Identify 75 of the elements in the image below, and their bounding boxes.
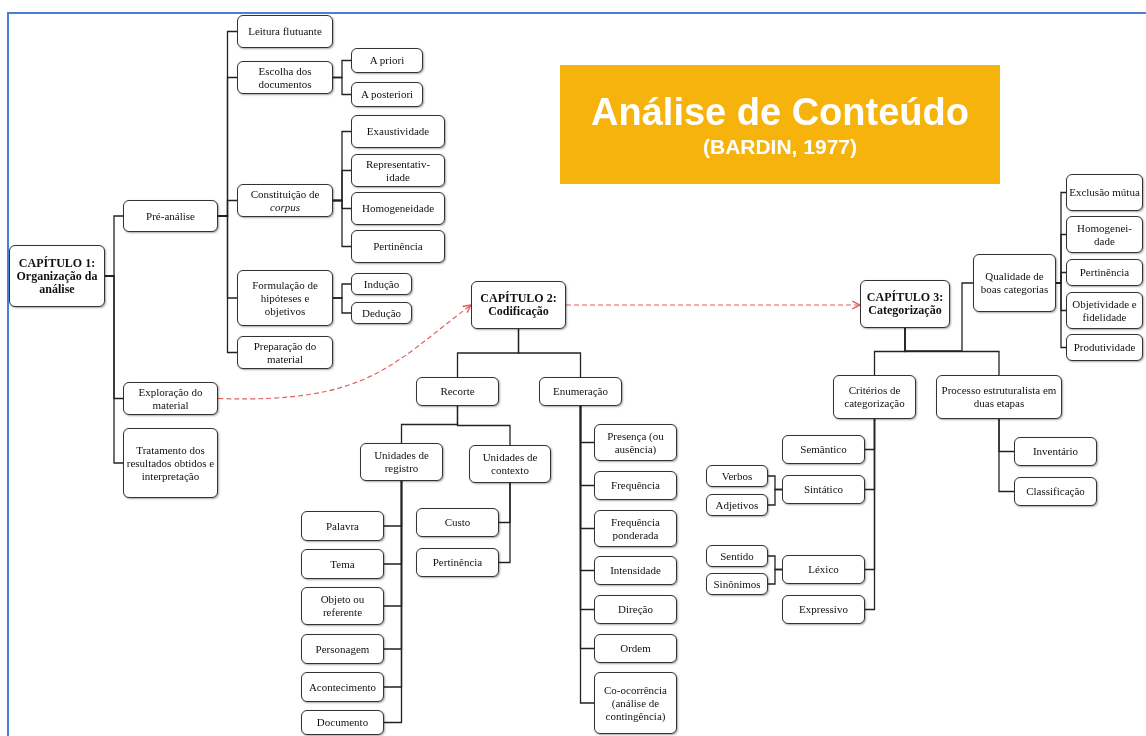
- topic-box: Intensidade: [594, 556, 677, 585]
- topic-box: Homogenei- dade: [1066, 216, 1143, 253]
- topic-box: Qualidade de boas categorias: [973, 254, 1056, 312]
- topic-box: Classificação: [1014, 477, 1097, 506]
- topic-box: Critérios de categorização: [833, 375, 916, 419]
- topic-box: Unidades de registro: [360, 443, 443, 481]
- banner-title: Análise de Conteúdo: [591, 89, 969, 134]
- connector-line: [217, 215, 238, 354]
- dashed-arrow: [565, 300, 861, 310]
- connector-line: [998, 418, 1015, 493]
- connector-line: [104, 275, 124, 464]
- title-banner: [560, 65, 1000, 184]
- topic-box: Constituição de corpus: [237, 184, 333, 217]
- topic-box: Semântico: [782, 435, 865, 464]
- topic-box: Co-ocorrência (análise de contingência): [594, 672, 677, 734]
- topic-box: Produtividade: [1066, 334, 1143, 361]
- topic-box: Pertinência: [351, 230, 445, 263]
- topic-box: Tratamento dos resultados obtidos e interpretação: [123, 428, 218, 498]
- topic-box: Direção: [594, 595, 677, 624]
- connector-line: [579, 405, 595, 704]
- topic-box: Frequência: [594, 471, 677, 500]
- chapter-box: CAPÍTULO 3: Categorização: [860, 280, 950, 328]
- topic-box: Exclusão mútua: [1066, 174, 1143, 211]
- connector-line: [332, 76, 352, 96]
- topic-box: Ordem: [594, 634, 677, 663]
- topic-box: Sinônimos: [706, 573, 768, 595]
- topic-box: Pré-análise: [123, 200, 218, 232]
- topic-box: A priori: [351, 48, 423, 73]
- topic-box: Unidades de contexto: [469, 445, 551, 483]
- connector-line: [332, 199, 352, 248]
- chapter-box: CAPÍTULO 2: Codificação: [471, 281, 566, 329]
- topic-box: Exaustividade: [351, 115, 445, 148]
- topic-box: Léxico: [782, 555, 865, 584]
- topic-box: A posteriori: [351, 82, 423, 107]
- topic-box: Formulação de hipóteses e objetivos: [237, 270, 333, 326]
- topic-box: Expressivo: [782, 595, 865, 624]
- topic-box: Escolha dos documentos: [237, 61, 333, 94]
- topic-box: Personagem: [301, 634, 384, 664]
- topic-box: Exploração do material: [123, 382, 218, 415]
- topic-box: Homogeneidade: [351, 192, 445, 225]
- connector-line: [332, 297, 352, 314]
- topic-box: Custo: [416, 508, 499, 537]
- connector-line: [904, 282, 974, 352]
- connector-line: [767, 488, 783, 506]
- dashed-arrow: [217, 304, 472, 400]
- topic-box: Sentido: [706, 545, 768, 567]
- connector-line: [864, 418, 876, 611]
- topic-box: Dedução: [351, 302, 412, 324]
- topic-box: Preparação do material: [237, 336, 333, 369]
- topic-box: Inventário: [1014, 437, 1097, 466]
- topic-box: Recorte: [416, 377, 499, 406]
- topic-box: Documento: [301, 710, 384, 735]
- topic-box: Objeto ou referente: [301, 587, 384, 625]
- connector-line: [517, 328, 582, 378]
- topic-box: Palavra: [301, 511, 384, 541]
- chapter-box: CAPÍTULO 1: Organização da análise: [9, 245, 105, 307]
- topic-box: Representativ- idade: [351, 154, 445, 187]
- topic-box: Acontecimento: [301, 672, 384, 702]
- topic-box: Indução: [351, 273, 412, 295]
- topic-box: Adjetivos: [706, 494, 768, 516]
- topic-box: Pertinência: [1066, 259, 1143, 286]
- topic-box: Leitura flutuante: [237, 15, 333, 48]
- topic-box: Pertinência: [416, 548, 499, 577]
- topic-box: Frequência ponderada: [594, 510, 677, 547]
- banner-subtitle: (BARDIN, 1977): [702, 133, 857, 160]
- topic-box: Presença (ou ausência): [594, 424, 677, 461]
- connector-line: [767, 568, 783, 585]
- topic-box: Tema: [301, 549, 384, 579]
- topic-box: Sintático: [782, 475, 865, 504]
- topic-box: Processo estruturalista em duas etapas: [936, 375, 1062, 419]
- connector-line: [498, 482, 511, 564]
- topic-box: Enumeração: [539, 377, 622, 406]
- topic-box: Objetividade e fidelidade: [1066, 292, 1143, 329]
- connector-line: [456, 405, 511, 446]
- topic-box: Verbos: [706, 465, 768, 487]
